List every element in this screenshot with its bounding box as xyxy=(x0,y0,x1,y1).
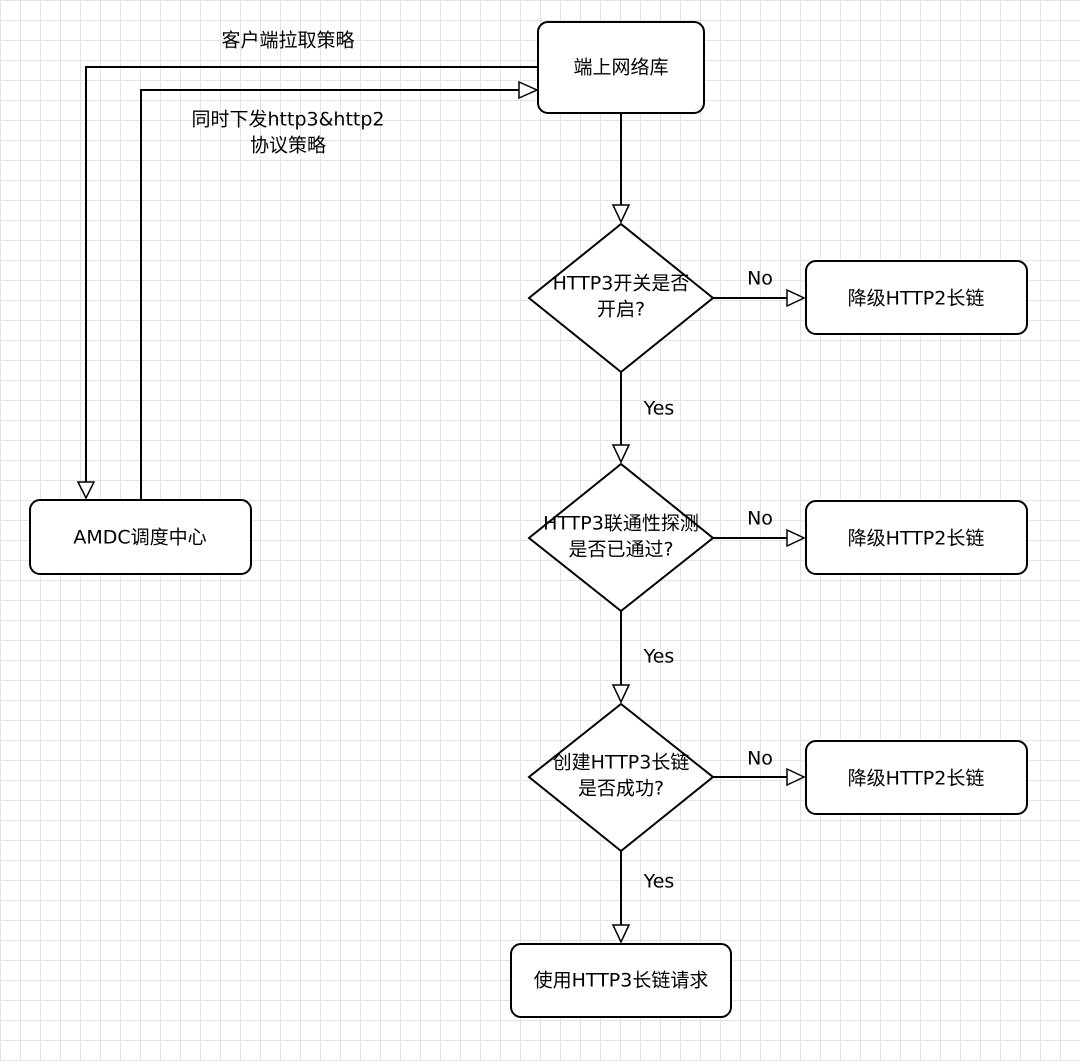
edge-decision3-yes xyxy=(611,851,631,944)
edge-label-pull-policy: 客户端拉取策略 xyxy=(221,30,354,52)
decision1-label-line2: 开启? xyxy=(597,299,645,321)
fallback1-label: 降级HTTP2长链 xyxy=(848,288,985,310)
decision3-label-line2: 是否成功? xyxy=(578,778,664,800)
decision2-label-line1: HTTP3联通性探测 xyxy=(543,513,699,535)
node-fallback1: 降级HTTP2长链 xyxy=(805,260,1028,335)
node-decision1: HTTP3开关是否 开启? xyxy=(527,222,715,374)
edge-lib-to-decision1 xyxy=(611,113,631,224)
edge-label-yes1: Yes xyxy=(643,398,675,420)
decision1-label-line1: HTTP3开关是否 xyxy=(553,273,690,295)
edge-label-no3: No xyxy=(747,748,773,770)
edge-decision2-yes xyxy=(611,611,631,704)
fallback3-label: 降级HTTP2长链 xyxy=(848,768,985,790)
fallback2-label: 降级HTTP2长链 xyxy=(848,528,985,550)
node-client-lib: 端上网络库 xyxy=(537,21,705,114)
use-http3-label: 使用HTTP3长链请求 xyxy=(534,970,709,992)
node-amdc-label: AMDC调度中心 xyxy=(73,527,206,549)
node-fallback3: 降级HTTP2长链 xyxy=(805,740,1028,815)
node-fallback2: 降级HTTP2长链 xyxy=(805,500,1028,575)
node-use-http3: 使用HTTP3长链请求 xyxy=(510,943,732,1018)
edge-decision3-no xyxy=(713,767,806,787)
decision3-label-line1: 创建HTTP3长链 xyxy=(553,752,690,774)
node-client-lib-label: 端上网络库 xyxy=(573,57,668,79)
edge-label-no1: No xyxy=(747,268,773,290)
edge-label-no2: No xyxy=(747,508,773,530)
decision2-label-line2: 是否已通过? xyxy=(568,539,673,561)
edge-decision1-no xyxy=(713,288,806,308)
edge-label-push-policy-line2: 协议策略 xyxy=(250,135,326,157)
edge-label-yes3: Yes xyxy=(643,871,675,893)
node-amdc: AMDC调度中心 xyxy=(29,499,252,575)
edge-push-policy xyxy=(140,80,539,500)
node-decision3: 创建HTTP3长链 是否成功? xyxy=(527,702,715,853)
node-decision2: HTTP3联通性探测 是否已通过? xyxy=(527,462,715,613)
edge-decision2-no xyxy=(713,528,806,548)
edge-label-push-policy-line1: 同时下发http3&http2 xyxy=(192,109,385,131)
edge-decision1-yes xyxy=(611,372,631,464)
edge-label-yes2: Yes xyxy=(643,646,675,668)
edge-pull-policy xyxy=(76,66,538,500)
